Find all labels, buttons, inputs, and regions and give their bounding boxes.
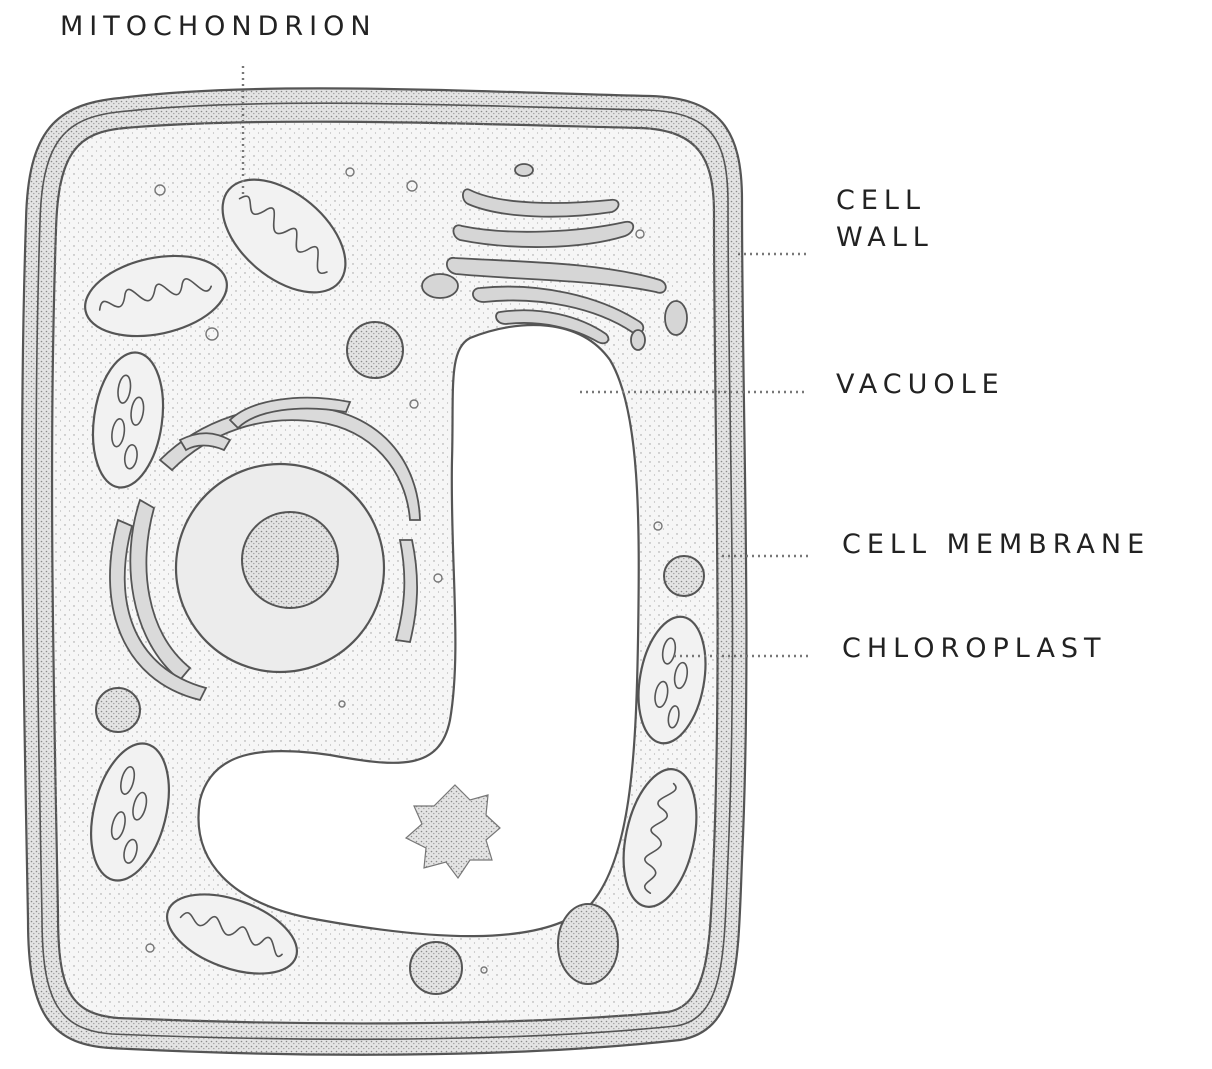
- label-cell-membrane-text: CELL MEMBRANE: [842, 526, 1150, 563]
- label-cell-wall-line1: CELL: [836, 182, 934, 219]
- label-vacuole-text: VACUOLE: [836, 366, 1005, 403]
- label-cell-membrane: CELL MEMBRANE: [842, 526, 1150, 563]
- label-chloroplast-text: CHLOROPLAST: [842, 630, 1107, 667]
- label-cell-wall-line2: WALL: [836, 219, 934, 256]
- label-chloroplast: CHLOROPLAST: [842, 630, 1107, 667]
- label-mitochondrion-text: MITOCHONDRION: [60, 8, 377, 45]
- label-vacuole: VACUOLE: [836, 366, 1005, 403]
- nucleolus: [242, 512, 338, 608]
- label-cell-wall: CELL WALL: [836, 182, 934, 256]
- label-mitochondrion: MITOCHONDRION: [60, 8, 377, 45]
